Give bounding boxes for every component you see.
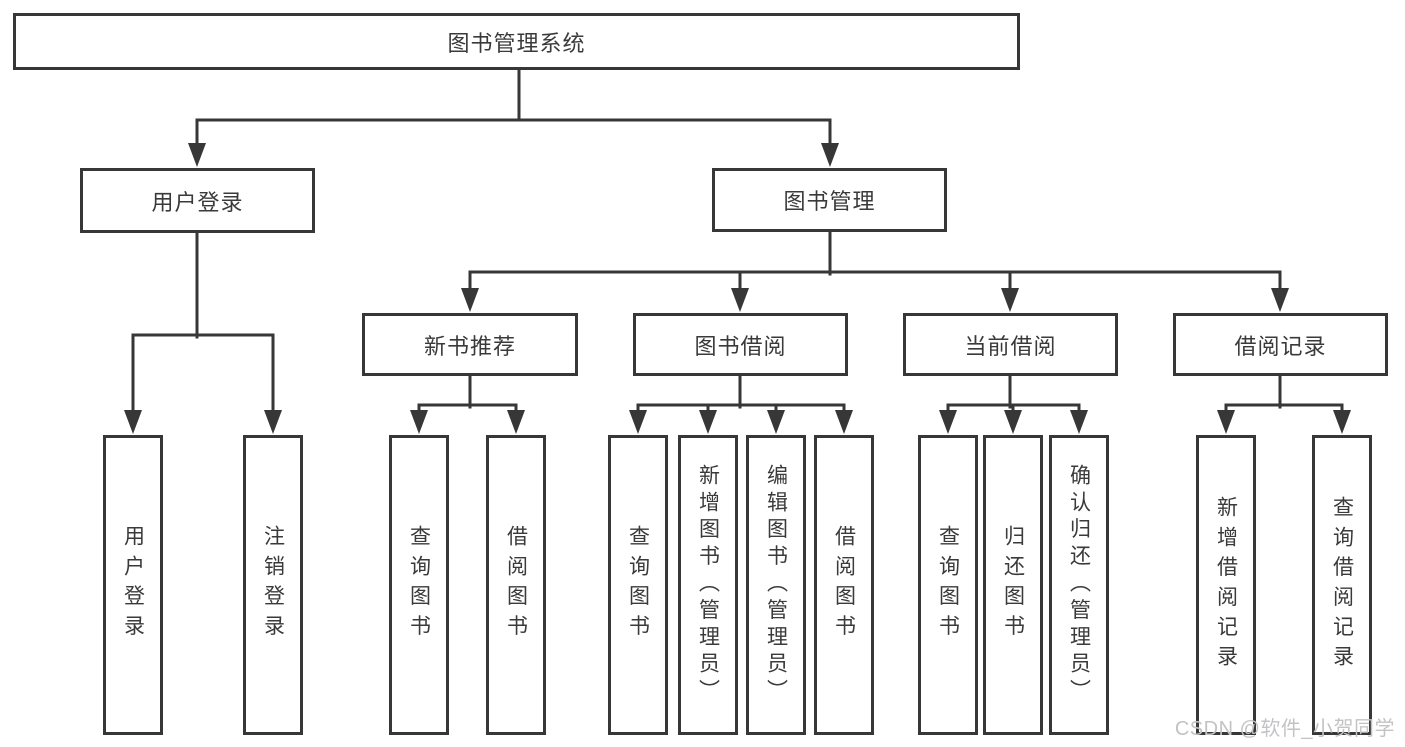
leaf-current-query-book: 查询图书 [918,435,978,735]
node-current-borrow-label: 当前借阅 [964,333,1057,359]
leaf-newrec-borrow-book-label: 借阅图书 [504,525,528,645]
node-user-login-label: 用户登录 [151,189,244,215]
leaf-newrec-borrow-book: 借阅图书 [486,435,546,735]
leaf-user-login: 用户登录 [103,435,163,735]
node-root-label: 图书管理系统 [447,30,586,56]
node-borrow-records-label: 借阅记录 [1234,333,1327,359]
leaf-newrec-query-book-label: 查询图书 [407,525,431,645]
node-book-borrow-label: 图书借阅 [694,333,787,359]
leaf-current-query-book-label: 查询图书 [936,525,960,645]
leaf-return-book: 归还图书 [983,435,1043,735]
leaf-add-book-admin-label: 新增图书（管理员） [696,464,720,706]
leaf-borrow-query-book-label: 查询图书 [626,525,650,645]
leaf-query-borrow-record-label: 查询借阅记录 [1330,495,1354,675]
leaf-confirm-return-admin: 确认归还（管理员） [1049,435,1109,735]
leaf-borrow-borrow-book-label: 借阅图书 [832,525,856,645]
node-current-borrow: 当前借阅 [903,313,1118,376]
leaf-logout-label: 注销登录 [261,525,285,645]
leaf-edit-book-admin: 编辑图书（管理员） [746,435,806,735]
watermark: CSDN @软件_小贺同学 [1174,718,1395,740]
leaf-edit-book-admin-label: 编辑图书（管理员） [764,464,788,706]
leaf-confirm-return-admin-label: 确认归还（管理员） [1067,464,1091,706]
arrowheads [124,143,1351,434]
node-new-book-recommend: 新书推荐 [362,313,578,376]
node-user-login: 用户登录 [80,168,315,233]
leaf-add-borrow-record-label: 新增借阅记录 [1214,495,1238,675]
leaf-add-borrow-record: 新增借阅记录 [1196,435,1256,735]
node-book-borrow: 图书借阅 [633,313,848,376]
leaf-query-borrow-record: 查询借阅记录 [1312,435,1372,735]
leaf-newrec-query-book: 查询图书 [389,435,449,735]
leaf-borrow-query-book: 查询图书 [608,435,668,735]
leaf-return-book-label: 归还图书 [1001,525,1025,645]
leaf-borrow-borrow-book: 借阅图书 [814,435,874,735]
node-root: 图书管理系统 [13,13,1020,70]
leaf-user-login-label: 用户登录 [121,525,145,645]
node-book-management-label: 图书管理 [783,189,876,214]
node-new-book-recommend-label: 新书推荐 [423,333,516,359]
node-borrow-records: 借阅记录 [1173,313,1388,376]
node-book-management: 图书管理 [712,168,947,232]
leaf-logout: 注销登录 [243,435,303,735]
leaf-add-book-admin: 新增图书（管理员） [678,435,738,735]
